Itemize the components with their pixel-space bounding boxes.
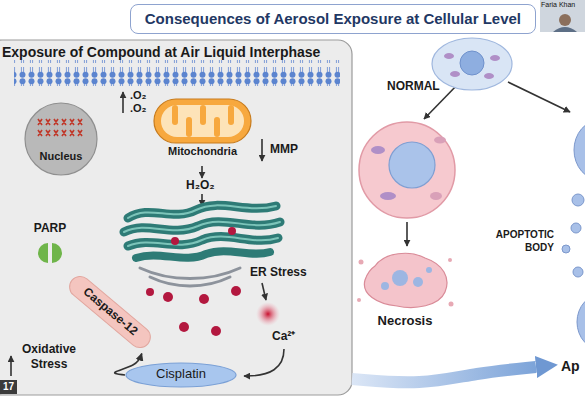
apoptotic-bodies (562, 120, 585, 350)
caspase-band: Caspase-12 (65, 271, 156, 352)
node-text: Exposure of Compound at Air Liquid Inter… (2, 44, 320, 60)
superoxide-label: .O₂ (130, 102, 147, 115)
apoptosis-node: Ap (560, 356, 585, 378)
connector-arrow (352, 367, 536, 382)
calcium-glow (256, 302, 280, 326)
normal-cell-shape (385, 36, 515, 104)
node-text: Ap (561, 358, 580, 374)
slide-number: 17 (0, 380, 17, 394)
oxidative-stress-label: Oxidative Stress (18, 342, 80, 372)
node-text: Necrosis (378, 314, 433, 329)
title-box: Consequences of Aerosol Exposure at Cell… (130, 4, 536, 34)
superoxide-label: .O₂ (130, 89, 147, 102)
swollen-cell (359, 122, 455, 218)
arrow-symbols (11, 82, 570, 376)
presenter-name: Faria Khan (541, 1, 575, 9)
node-text: Cisplatin (156, 367, 206, 382)
lipid-bilayer (14, 60, 340, 86)
normal-cell: NORMAL (385, 36, 515, 104)
node-text: NORMAL (387, 80, 440, 94)
node-text: Nucleus (40, 150, 83, 163)
mitochondrion-node: Mitochondria (150, 95, 255, 165)
necrotic-cell: Necrosis (355, 248, 455, 340)
calcium-label: Ca²⁺ (272, 330, 295, 344)
node-text: Mitochondria (168, 145, 237, 158)
mmp-label: MMP (270, 143, 298, 157)
parp-node: PARP (28, 222, 72, 264)
webcam-thumbnail (540, 0, 585, 32)
exposure-panel: Exposure of Compound at Air Liquid Inter… (0, 40, 352, 395)
nucleus-node: Nucleus (22, 100, 100, 178)
panel-ground (0, 40, 352, 395)
nucleus-node-shape (22, 100, 100, 178)
cisplatin-ellipse: Cisplatin (125, 362, 237, 388)
calcium-dots (146, 227, 241, 336)
node-text: PARP (34, 222, 66, 236)
er-stress-label: ER Stress (250, 266, 307, 280)
apoptotic-body-label: APOPTOTIC BODY (478, 228, 554, 254)
slide-title: Consequences of Aerosol Exposure at Cell… (145, 10, 521, 27)
node-text: Caspase-12 (80, 285, 140, 338)
peroxide-label: H₂O₂ (186, 179, 215, 193)
